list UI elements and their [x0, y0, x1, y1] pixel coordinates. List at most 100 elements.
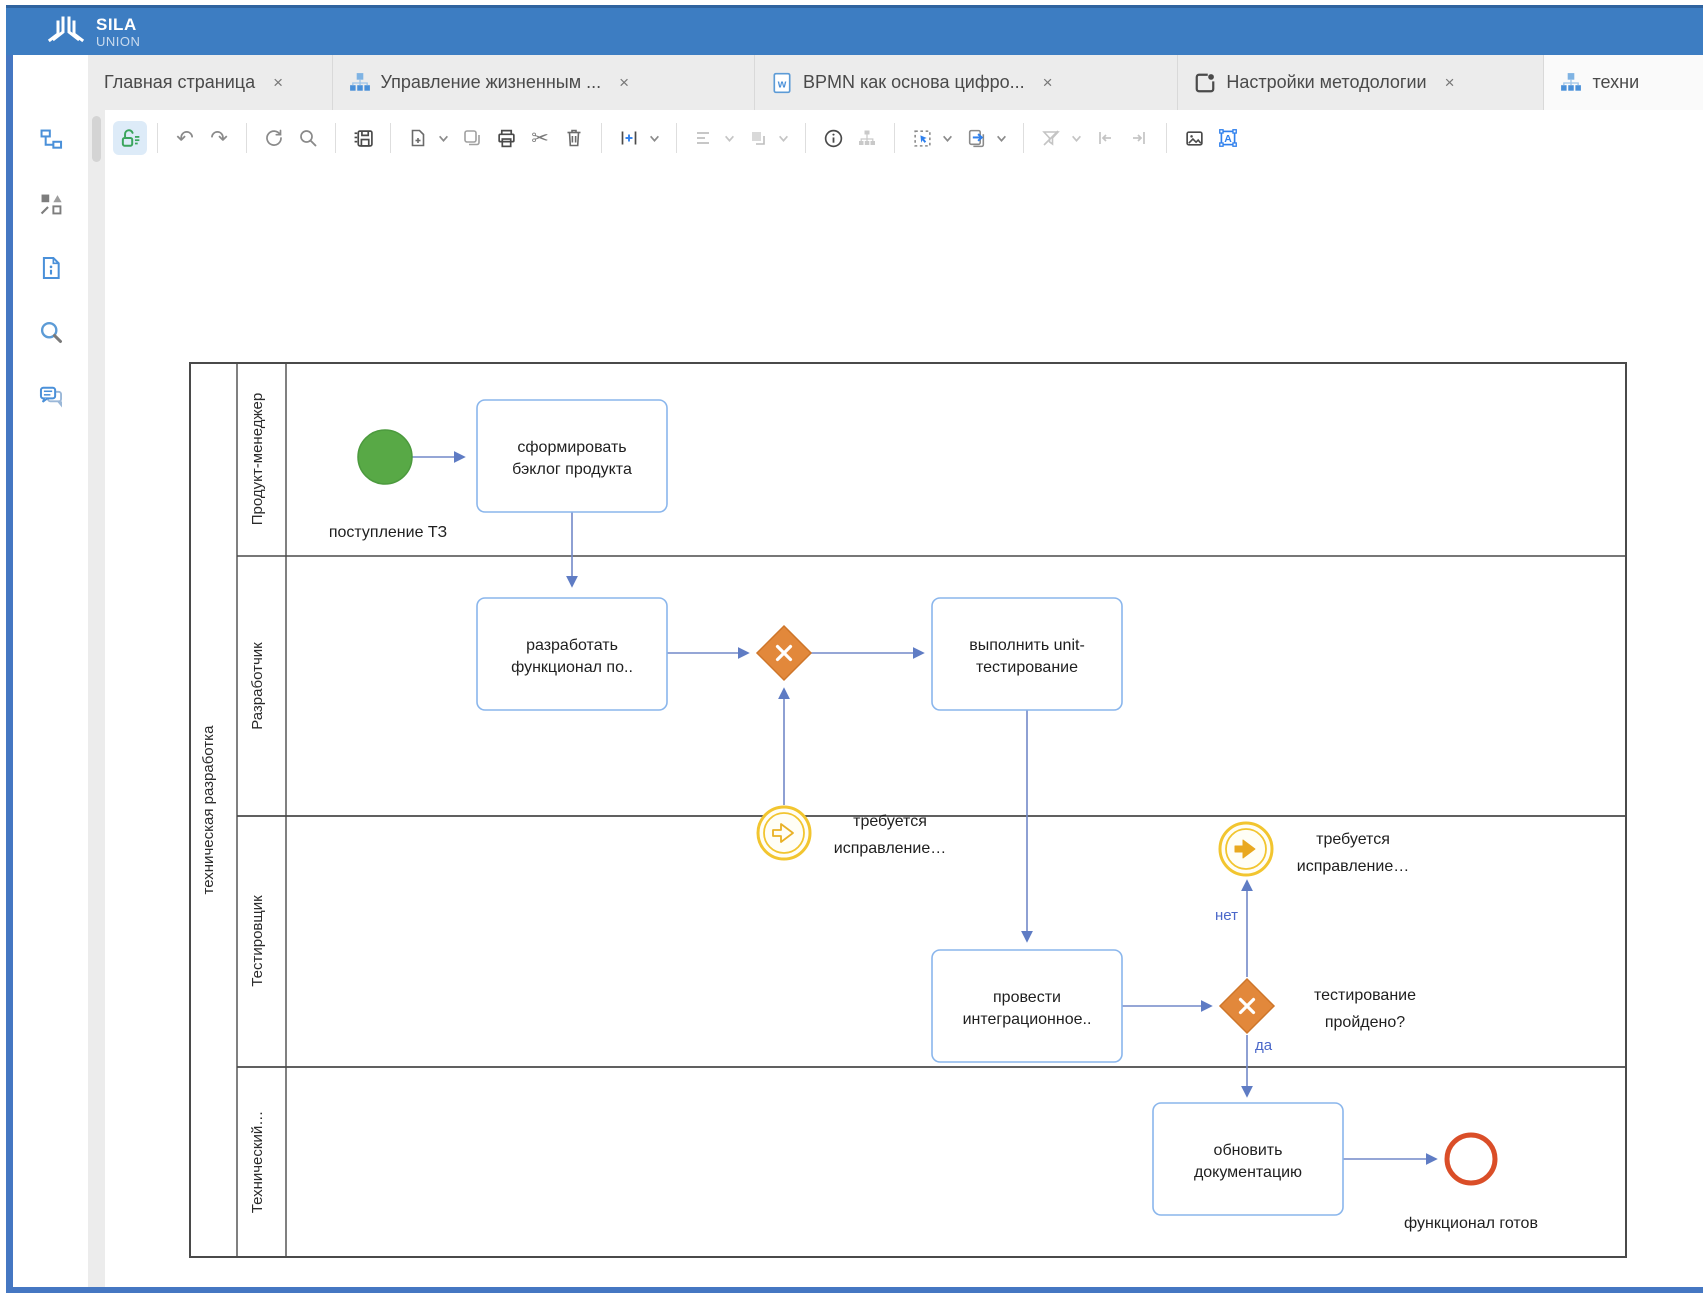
lane-label-tester: Тестировщик	[249, 895, 266, 987]
toolbar-separator	[335, 123, 336, 153]
tab-label: Управление жизненным ...	[380, 72, 602, 92]
toolbar-separator	[1023, 123, 1024, 153]
brand-subname: UNION	[96, 33, 141, 49]
close-icon[interactable]: ×	[273, 72, 284, 92]
lane-label-technical-writer: Технический…	[249, 1111, 266, 1213]
bpmn-diagram: техническая разработка Продукт-менеджер …	[189, 362, 1627, 1258]
diagram-canvas[interactable]: техническая разработка Продукт-менеджер …	[105, 166, 1703, 1287]
document-info-icon[interactable]	[36, 253, 66, 283]
intermediate-event-fix-required-1[interactable]	[756, 805, 812, 861]
task-develop-functionality[interactable]: разработать функционал по..	[476, 597, 668, 711]
chevron-down-icon[interactable]	[775, 121, 791, 155]
delete-icon[interactable]	[557, 121, 591, 155]
model-tree-icon[interactable]	[36, 125, 66, 155]
brand-name: SILA	[96, 14, 137, 34]
task-update-documentation[interactable]: обновить документацию	[1152, 1102, 1344, 1216]
redo-icon[interactable]: ↷	[210, 126, 228, 150]
task-integration-testing[interactable]: провести интеграционное..	[931, 949, 1123, 1063]
tab-technical-development[interactable]: техни	[1544, 55, 1703, 110]
start-event[interactable]	[357, 429, 413, 485]
link-arrow-icon	[772, 823, 794, 843]
chevron-down-icon[interactable]	[646, 121, 662, 155]
text-select-icon[interactable]: A	[1211, 121, 1245, 155]
undo-icon[interactable]: ↶	[176, 126, 194, 150]
edge-label-no: нет	[1215, 907, 1238, 924]
unlock-edit-icon[interactable]	[113, 121, 147, 155]
gateway-xor-testing-passed[interactable]	[1218, 977, 1276, 1035]
refresh-icon[interactable]	[257, 121, 291, 155]
task-label-line: бэклог продукта	[512, 461, 632, 478]
end-event[interactable]	[1444, 1132, 1498, 1186]
window-left-border	[6, 55, 13, 1291]
chevron-down-icon[interactable]	[939, 121, 955, 155]
gateway-xor-1[interactable]	[755, 624, 813, 682]
app-header: SILA UNION	[6, 8, 1703, 55]
task-label-line: сформировать	[517, 439, 626, 456]
toolbar-separator	[1166, 123, 1167, 153]
image-icon[interactable]	[1177, 121, 1211, 155]
cut-icon[interactable]: ✂	[531, 126, 549, 150]
org-chart-icon	[349, 72, 370, 91]
task-label-line: разработать	[526, 637, 618, 654]
tab-bpmn-document[interactable]: w BPMN как основа цифро... ×	[755, 55, 1179, 110]
intermediate-event-fix-required-2[interactable]	[1218, 821, 1274, 877]
new-file-icon[interactable]	[401, 121, 435, 155]
start-event-label: поступление ТЗ	[329, 524, 447, 541]
indent-right-icon[interactable]	[1122, 121, 1156, 155]
select-area-icon[interactable]	[905, 121, 939, 155]
tab-main-page[interactable]: Главная страница ×	[88, 55, 333, 110]
filter-off-icon[interactable]	[1034, 121, 1068, 155]
pool-technical-development[interactable]: техническая разработка Продукт-менеджер …	[189, 362, 1627, 1258]
task-label-line: тестирование	[976, 659, 1078, 676]
component-icon	[1196, 73, 1215, 92]
save-icon[interactable]	[346, 121, 380, 155]
sila-logo-icon	[47, 16, 85, 42]
app-logo: SILA UNION	[46, 12, 140, 52]
svg-text:A: A	[1224, 134, 1232, 145]
panel-gutter[interactable]	[88, 110, 105, 1287]
gateway-label-line: пройдено?	[1325, 1014, 1405, 1031]
org-chart-icon	[1561, 72, 1582, 91]
search-icon[interactable]	[36, 317, 66, 347]
gateway-label-line: тестирование	[1314, 987, 1416, 1004]
info-icon[interactable]	[816, 121, 850, 155]
close-icon[interactable]: ×	[1444, 72, 1455, 92]
copy-icon[interactable]	[455, 121, 489, 155]
toolbar-separator	[601, 123, 602, 153]
tab-lifecycle-management[interactable]: Управление жизненным ... ×	[333, 55, 755, 110]
arrange-layers-icon[interactable]	[741, 121, 775, 155]
window-top-border	[6, 5, 1703, 8]
duplicate-export-icon[interactable]	[959, 121, 993, 155]
toolbar-separator	[805, 123, 806, 153]
gutter-scroll-thumb[interactable]	[92, 116, 101, 162]
tab-label: Главная страница	[104, 72, 256, 92]
align-icon[interactable]	[687, 121, 721, 155]
toolbar-separator	[390, 123, 391, 153]
end-event-label: функционал готов	[1404, 1215, 1538, 1232]
indent-left-icon[interactable]	[1088, 121, 1122, 155]
lane-label-developer: Разработчик	[249, 642, 266, 730]
tab-methodology-settings[interactable]: Настройки методологии ×	[1178, 55, 1545, 110]
org-chart-mini-icon[interactable]	[850, 121, 884, 155]
task-unit-testing[interactable]: выполнить unit- тестирование	[931, 597, 1123, 711]
tab-label: BPMN как основа цифро...	[802, 72, 1025, 92]
toolbar-separator	[894, 123, 895, 153]
search-icon[interactable]	[291, 121, 325, 155]
close-icon[interactable]: ×	[619, 72, 630, 92]
tab-label: Настройки методологии	[1226, 72, 1427, 92]
task-label-line: функционал по..	[511, 659, 633, 676]
task-form-backlog[interactable]: сформировать бэклог продукта	[476, 399, 668, 513]
comments-icon[interactable]	[36, 381, 66, 411]
insert-space-icon[interactable]	[612, 121, 646, 155]
print-icon[interactable]	[489, 121, 523, 155]
chevron-down-icon[interactable]	[721, 121, 737, 155]
toolbar-separator	[246, 123, 247, 153]
close-icon[interactable]: ×	[1042, 72, 1053, 92]
chevron-down-icon[interactable]	[993, 121, 1009, 155]
chevron-down-icon[interactable]	[1068, 121, 1084, 155]
window-bottom-border	[6, 1287, 1703, 1293]
chevron-down-icon[interactable]	[435, 121, 451, 155]
toolbar: ↶ ↷ ✂	[105, 110, 1703, 166]
shapes-icon[interactable]	[36, 189, 66, 219]
toolbar-separator	[157, 123, 158, 153]
